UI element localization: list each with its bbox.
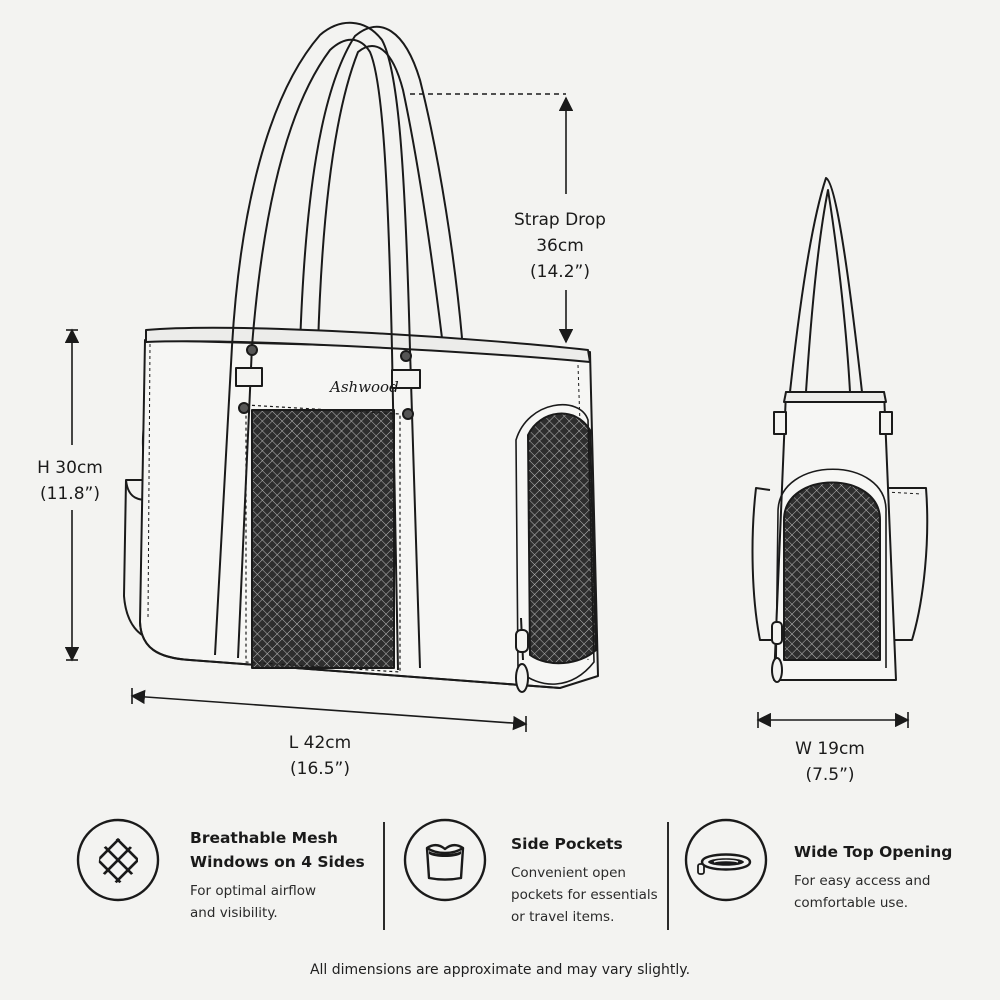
width-imperial: (7.5”): [805, 765, 855, 785]
length-label: L 42cm (16.5”): [250, 730, 390, 782]
width-metric: W 19cm: [795, 739, 865, 759]
feature-pockets-text: Side Pockets Convenient open pockets for…: [511, 832, 658, 928]
height-metric: H 30cm: [37, 458, 103, 478]
strap-drop-title: Strap Drop: [514, 210, 606, 230]
feature-mesh-desc: For optimal airflow and visibility.: [190, 880, 365, 924]
feature-mesh-windows: Breathable Mesh Windows on 4 Sides For o…: [76, 818, 376, 928]
feature-pockets-title: Side Pockets: [511, 832, 658, 856]
side-pocket-icon: [403, 818, 487, 902]
section-divider: [667, 822, 669, 930]
feature-opening-desc: For easy access and comfortable use.: [794, 870, 952, 914]
feature-mesh-title-line: Windows on 4 Sides: [190, 853, 365, 871]
feature-pockets-title-line: Side Pockets: [511, 835, 623, 853]
feature-opening-desc-line: For easy access and: [794, 873, 931, 889]
feature-pockets-desc-line: Convenient open: [511, 865, 626, 881]
feature-opening-text: Wide Top Opening For easy access and com…: [794, 840, 952, 914]
feature-mesh-text: Breathable Mesh Windows on 4 Sides For o…: [190, 826, 365, 924]
feature-mesh-desc-line: and visibility.: [190, 905, 278, 921]
feature-opening-title-line: Wide Top Opening: [794, 843, 953, 861]
feature-opening-desc-line: comfortable use.: [794, 895, 909, 911]
bag-illustration: Ashwood: [64, 21, 929, 732]
section-divider: [383, 822, 385, 930]
strap-drop-metric: 36cm: [536, 236, 584, 256]
dimension-lines: [64, 93, 910, 732]
side-view-bag: [751, 177, 929, 683]
feature-mesh-title: Breathable Mesh Windows on 4 Sides: [190, 826, 365, 874]
feature-pockets-desc-line: or travel items.: [511, 909, 615, 925]
feature-opening-title: Wide Top Opening: [794, 840, 952, 864]
feature-pockets-desc: Convenient open pockets for essentials o…: [511, 862, 658, 928]
strap-drop-imperial: (14.2”): [530, 262, 590, 282]
mesh-grid-icon: [76, 818, 160, 902]
brand-logo: Ashwood: [328, 378, 399, 396]
feature-side-pockets: Side Pockets Convenient open pockets for…: [403, 818, 663, 928]
length-imperial: (16.5”): [290, 759, 350, 779]
dimensions-disclaimer: All dimensions are approximate and may v…: [309, 962, 691, 978]
feature-wide-top-opening: Wide Top Opening For easy access and com…: [684, 818, 984, 928]
height-label: H 30cm (11.8”): [20, 455, 120, 507]
width-label: W 19cm (7.5”): [760, 736, 900, 788]
feature-mesh-desc-line: For optimal airflow: [190, 883, 317, 899]
feature-mesh-title-line: Breathable Mesh: [190, 829, 338, 847]
front-view-bag: Ashwood: [123, 21, 599, 693]
top-opening-icon: [684, 818, 768, 902]
feature-pockets-desc-line: pockets for essentials: [511, 887, 658, 903]
length-metric: L 42cm: [288, 733, 352, 753]
strap-drop-label: Strap Drop 36cm (14.2”): [470, 207, 650, 285]
height-imperial: (11.8”): [40, 484, 100, 504]
